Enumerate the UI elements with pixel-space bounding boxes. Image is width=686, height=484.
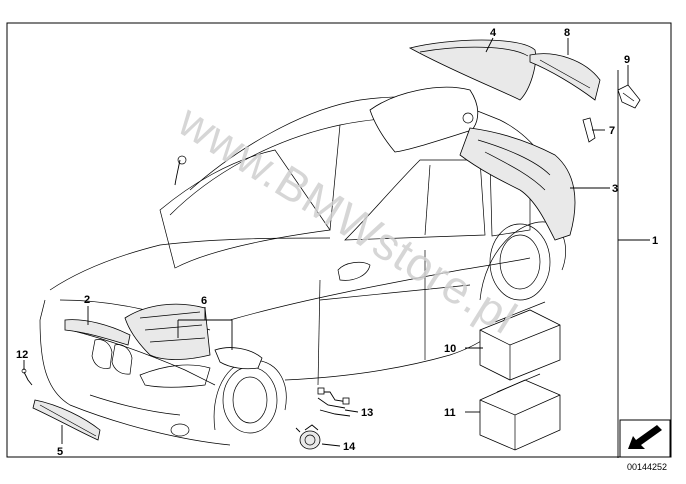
part-9-cover-cap — [617, 84, 641, 109]
callout-9: 9 — [624, 54, 630, 66]
part-7-clip — [582, 117, 596, 143]
part-12-clip — [21, 368, 33, 386]
part-4-rear-spoiler — [408, 39, 537, 101]
part-6-air-duct-set — [124, 303, 263, 370]
callout-13: 13 — [361, 407, 373, 419]
arrow-down-left-icon[interactable] — [619, 419, 671, 458]
callout-3: 3 — [612, 183, 618, 195]
part-14-sensor — [295, 424, 321, 450]
diagram-frame — [6, 22, 672, 458]
leader-lines — [23, 37, 650, 458]
callout-8: 8 — [564, 27, 570, 39]
part-3-rear-bumper — [369, 86, 576, 241]
callout-6: 6 — [201, 295, 207, 307]
callout-7: 7 — [609, 125, 615, 137]
callout-numbers: 4 8 9 7 3 1 2 6 12 5 13 14 10 11 — [16, 27, 658, 458]
part-5-lower-grille — [32, 399, 101, 441]
callout-12: 12 — [16, 349, 28, 361]
callout-5: 5 — [57, 446, 63, 458]
callout-10: 10 — [444, 343, 456, 355]
part-11-box — [479, 373, 561, 451]
part-2-grille-bar — [64, 319, 131, 346]
callout-11: 11 — [444, 407, 456, 419]
part-13-wiring-harness — [317, 387, 351, 417]
part-8-trim-strip — [529, 53, 601, 101]
callout-1: 1 — [652, 235, 658, 247]
callout-14: 14 — [343, 441, 356, 453]
part-10-box — [479, 301, 561, 381]
car-outline — [39, 96, 566, 446]
diagram-id: 00144252 — [627, 462, 667, 472]
callout-4: 4 — [490, 27, 497, 39]
callout-2: 2 — [84, 294, 90, 306]
